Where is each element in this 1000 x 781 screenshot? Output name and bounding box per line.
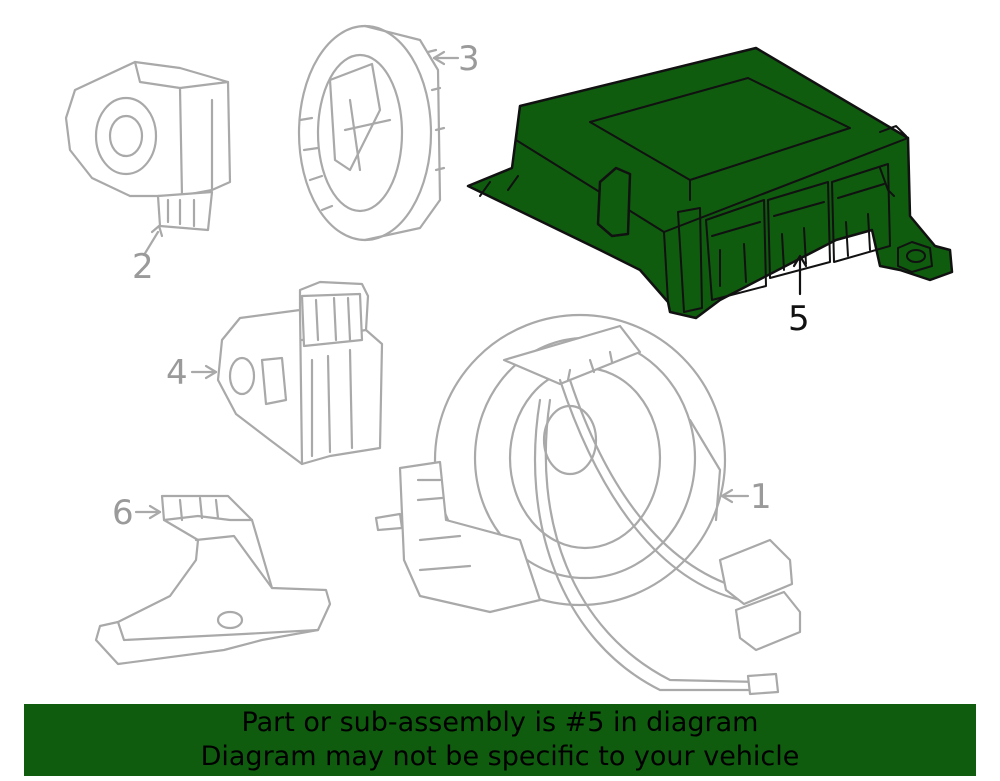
- info-banner: Part or sub-assembly is #5 in diagram Di…: [24, 704, 976, 776]
- callout-2: 2: [132, 247, 154, 287]
- part-1-clockspring[interactable]: [374, 313, 802, 696]
- callout-5: 5: [788, 299, 810, 339]
- part-3-ring[interactable]: [297, 24, 446, 242]
- callout-3: 3: [458, 39, 480, 79]
- parts-diagram: 2 3 5: [64, 24, 954, 696]
- part-2-sensor[interactable]: [64, 60, 232, 232]
- banner-line-1: Part or sub-assembly is #5 in diagram: [241, 707, 759, 738]
- callout-6: 6: [112, 493, 134, 533]
- callout-4: 4: [166, 353, 188, 393]
- part-6-bracket[interactable]: [94, 494, 332, 666]
- callout-1: 1: [750, 477, 772, 517]
- part-4-sensor[interactable]: [216, 280, 384, 466]
- part-5-airbag-module[interactable]: [466, 46, 954, 320]
- banner-line-2: Diagram may not be specific to your vehi…: [200, 741, 800, 772]
